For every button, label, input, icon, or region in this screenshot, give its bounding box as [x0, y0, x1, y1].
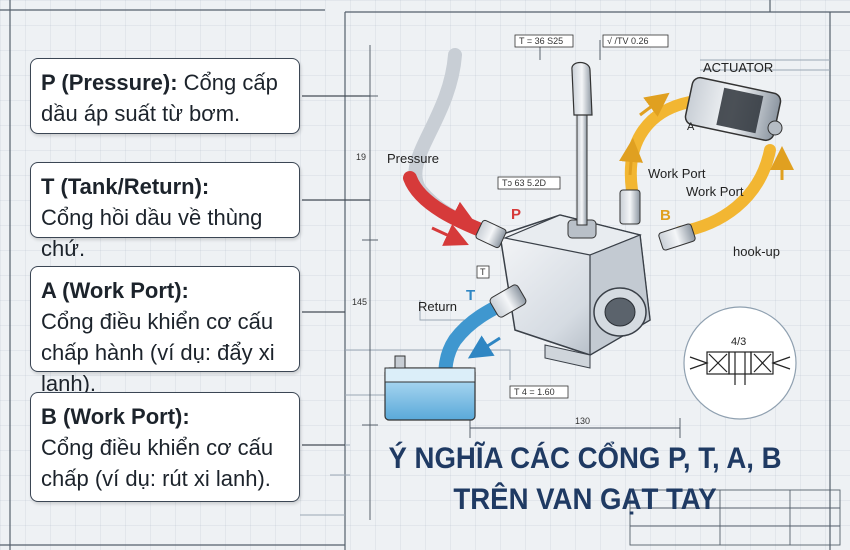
pressure-label: Pressure [387, 151, 439, 166]
callout-tank: T (Tank/Return): Cổng hồi dầu về thùng c… [30, 162, 300, 261]
leader-lines [302, 95, 370, 446]
page-title-line-1: Ý NGHĨA CÁC CỔNG P, T, A, B [388, 442, 782, 475]
tolerance-text-4: T 4 = 1.60 [514, 387, 555, 397]
return-arrow [467, 335, 501, 359]
tank [384, 355, 476, 421]
work-port-b-label: Work Port [686, 184, 744, 199]
callout-a-title: A (Work Port): [41, 278, 189, 303]
tolerance-text-1: T = 36 S25 [519, 36, 563, 46]
callout-pressure-text: Cổng cấp dầu áp suất từ bơm. [41, 70, 278, 126]
port-a-label: A [687, 121, 695, 133]
tolerance-box-1: T = 36 S25 [514, 34, 574, 48]
callout-pressure-title: P (Pressure): [41, 70, 178, 95]
dim-19: 19 [356, 152, 366, 162]
tolerance-text-2: √ /TV 0.26 [607, 36, 648, 46]
callout-work-port-a: A (Work Port): Cổng điều khiển cơ cấu ch… [30, 266, 300, 396]
pressure-arrow-2 [431, 224, 469, 246]
tolerance-box-4: T 4 = 1.60 [509, 385, 569, 399]
actuator-label: ACTUATOR [703, 60, 773, 75]
dim-130: 130 [575, 416, 590, 426]
return-label: Return [418, 299, 457, 314]
fittings [475, 189, 696, 318]
pressure-arrow-1 [439, 201, 476, 224]
work-port-a-label: Work Port [648, 166, 706, 181]
callout-tank-text: Cổng hồi dầu về thùng chứ. [41, 205, 263, 261]
page-title-line-2: TRÊN VAN GẠT TAY [453, 483, 717, 516]
callout-pressure: P (Pressure): Cổng cấp dầu áp suất từ bơ… [30, 58, 300, 134]
valve-symbol: 4/3 [683, 306, 797, 420]
t-box-text: T [480, 267, 486, 277]
work-arrow-1 [639, 92, 670, 117]
callout-a-text: Cổng điều khiển cơ cấu chấp hành (ví dụ:… [41, 309, 275, 396]
lever-handle [567, 61, 597, 239]
port-b-label: B [660, 207, 671, 224]
port-p-label: P [511, 206, 521, 223]
callout-tank-title: T (Tank/Return): [41, 174, 210, 199]
pressure-pipe-red [403, 171, 495, 240]
work-arrow-2 [619, 138, 644, 176]
t-box: T [476, 265, 490, 279]
tolerance-text-3: Tɔ 63 5.2D [502, 178, 547, 188]
work-port-b-pipe [674, 144, 776, 238]
title-block [629, 489, 841, 546]
valve-symbol-text: 4/3 [731, 336, 746, 348]
callout-b-title: B (Work Port): [41, 404, 190, 429]
callout-b-text: Cổng điều khiển cơ cấu chấp (ví dụ: rút … [41, 435, 274, 491]
valve-body [499, 214, 651, 369]
port-t-label: T [466, 287, 475, 304]
actuator-cylinder [684, 76, 783, 142]
tolerance-box-2: √ /TV 0.26 [602, 34, 669, 48]
hookup-label: hook-up [733, 244, 780, 259]
tolerance-box-3: Tɔ 63 5.2D [497, 176, 561, 190]
dim-145: 145 [352, 297, 367, 307]
callout-work-port-b: B (Work Port): Cổng điều khiển cơ cấu ch… [30, 392, 300, 502]
